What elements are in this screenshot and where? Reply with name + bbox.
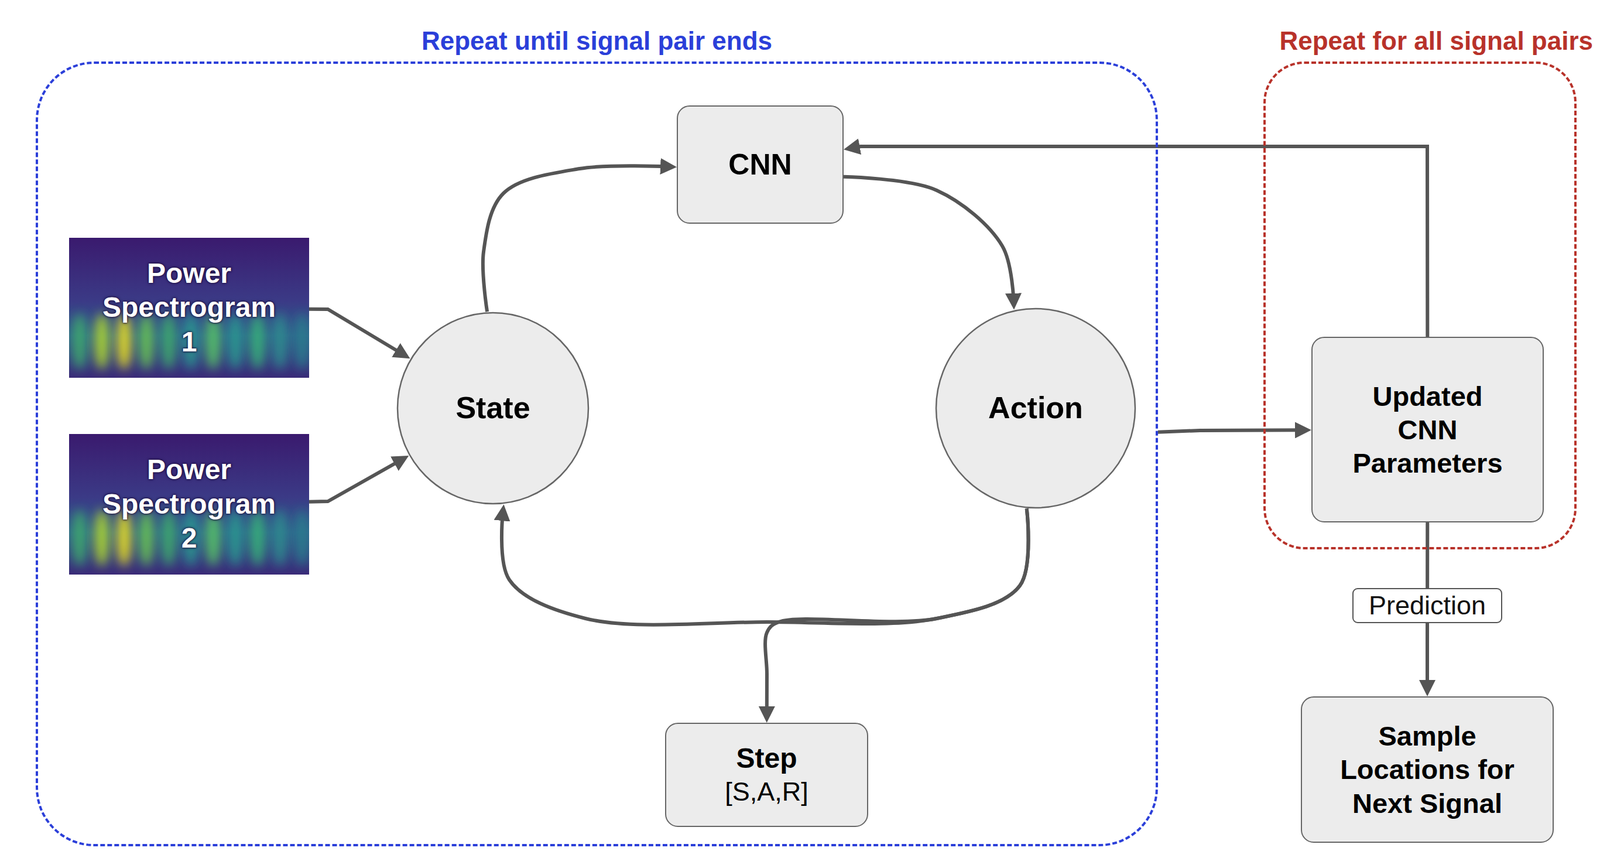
region-heading: Repeat for all signal pairs xyxy=(1279,25,1594,57)
node-label: State xyxy=(455,389,530,427)
flow-arrow xyxy=(1157,429,1304,432)
node-label: Sample Locations for Next Signal xyxy=(1318,718,1537,820)
flow-arrow xyxy=(765,508,1029,715)
node-label: Action xyxy=(988,389,1084,427)
node-label: Power Spectrogram 2 xyxy=(92,452,286,556)
loop-region: Updated CNN ParametersRepeat for all sig… xyxy=(1263,61,1577,550)
output-box: Sample Locations for Next Signal xyxy=(1300,696,1554,843)
flow-arrow xyxy=(843,176,1014,302)
state-circle: State xyxy=(396,311,590,505)
flow-arrow xyxy=(501,508,1029,625)
node-label: CNN xyxy=(728,146,792,183)
node-detail: [S,A,R] xyxy=(724,775,809,808)
flow-arrow xyxy=(309,459,402,502)
process-box: Step[S,A,R] xyxy=(665,722,869,827)
flow-arrow xyxy=(309,309,403,355)
edge-label: Prediction xyxy=(1352,587,1503,623)
flow-arrow xyxy=(851,146,1428,337)
action-circle: Action xyxy=(934,307,1137,509)
loop-region: Power Spectrogram 1 Power Spectrogram 2 St… xyxy=(35,61,1158,846)
flow-arrow xyxy=(482,165,669,312)
node-label: Step xyxy=(735,741,797,776)
process-box: CNN xyxy=(676,105,844,224)
node-label: Updated CNN Parameters xyxy=(1340,379,1516,481)
spectrogram-image: Power Spectrogram 2 xyxy=(69,433,310,575)
process-box: Updated CNN Parameters xyxy=(1311,336,1544,523)
region-heading: Repeat until signal pair ends xyxy=(38,25,1156,57)
node-label: Power Spectrogram 1 xyxy=(92,256,286,360)
spectrogram-image: Power Spectrogram 1 xyxy=(69,237,310,378)
